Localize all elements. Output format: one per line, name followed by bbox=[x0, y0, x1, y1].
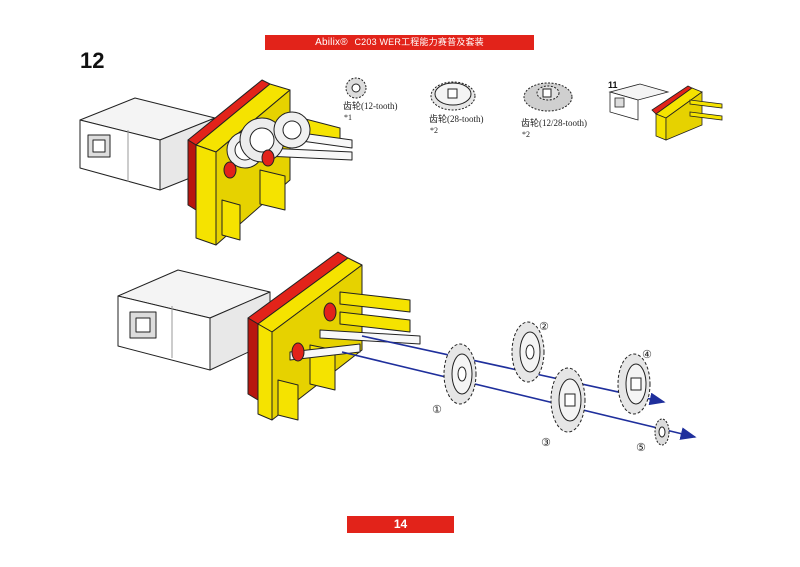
page-number: 14 bbox=[393, 517, 408, 531]
gear-2 bbox=[511, 321, 545, 383]
part-label-12-28-tooth: 齿轮(12/28-tooth) bbox=[521, 118, 587, 128]
assembled-module-top bbox=[79, 79, 353, 246]
brand-name: Abilix® bbox=[315, 37, 348, 48]
document-header-bar: Abilix® C203 WER工程能力赛普及套装 bbox=[265, 35, 534, 50]
page-number-bar: 14 bbox=[347, 516, 454, 533]
previous-step-number: 11 bbox=[608, 80, 618, 90]
gear-28-tooth-icon bbox=[430, 81, 476, 111]
gear-5 bbox=[654, 418, 670, 446]
gear-4 bbox=[617, 353, 651, 415]
callout-4: ④ bbox=[642, 348, 652, 361]
callout-3: ③ bbox=[541, 436, 551, 449]
part-label-28-tooth: 齿轮(28-tooth) bbox=[429, 114, 484, 124]
previous-step-thumbnail bbox=[608, 83, 723, 141]
gear-12-28-tooth-icon bbox=[523, 82, 573, 112]
callout-2: ② bbox=[539, 320, 549, 333]
exploded-module bbox=[117, 251, 421, 421]
step-number: 12 bbox=[80, 48, 105, 73]
part-label-12-tooth: 齿轮(12-tooth) bbox=[343, 101, 398, 111]
gear-12-tooth-icon bbox=[345, 77, 367, 99]
part-qty-12-28-tooth: *2 bbox=[522, 130, 530, 139]
document-title: C203 WER工程能力赛普及套装 bbox=[354, 37, 484, 47]
explode-arrow-upper bbox=[361, 335, 666, 406]
callout-5: ⑤ bbox=[636, 441, 646, 454]
explode-arrow-lower bbox=[341, 351, 697, 440]
part-qty-28-tooth: *2 bbox=[430, 126, 438, 135]
part-qty-12-tooth: *1 bbox=[344, 113, 352, 122]
gear-3 bbox=[550, 367, 586, 433]
callout-1: ① bbox=[432, 403, 442, 416]
gear-1 bbox=[443, 343, 477, 405]
